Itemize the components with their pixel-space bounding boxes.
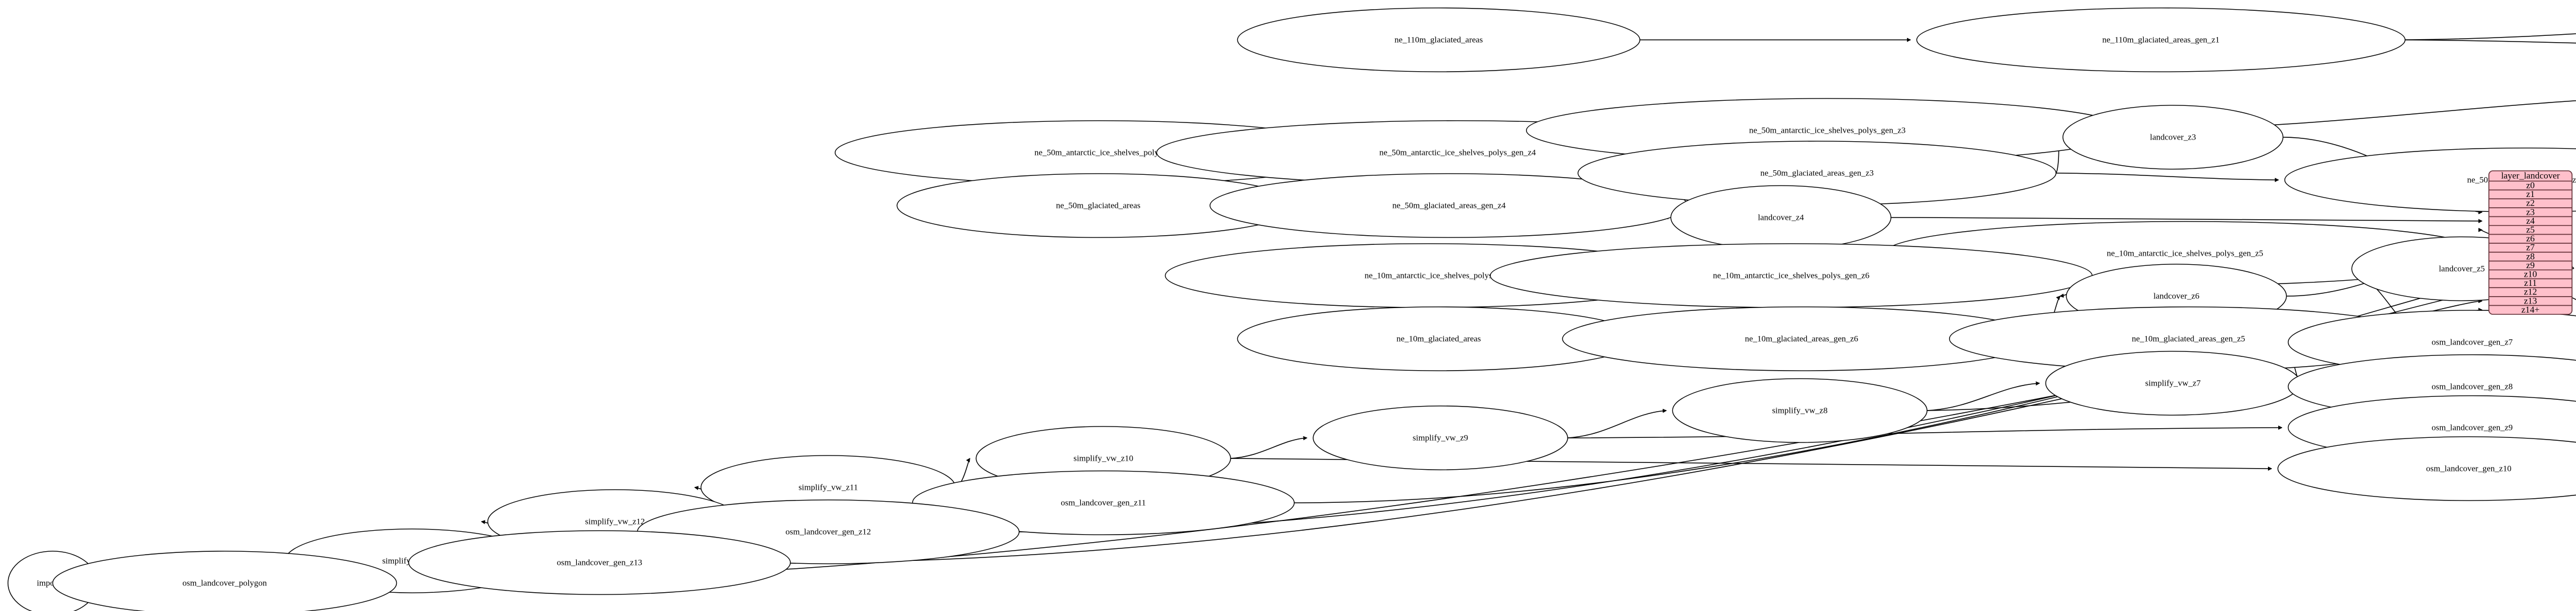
edge-simplify_vw_z9-to-osm_landcover_gen_z9 xyxy=(1568,428,2282,438)
node-label: landcover_z6 xyxy=(2153,292,2200,301)
node-label: osm_landcover_gen_z7 xyxy=(2431,338,2513,347)
record-title: layer_landcover xyxy=(2501,171,2560,181)
graph-node-ne_50m_glaciated_areas_gen_z3[interactable]: ne_50m_glaciated_areas_gen_z3 xyxy=(1577,141,2057,206)
node-label: ne_50m_glaciated_areas xyxy=(1056,201,1141,210)
edge-osm_landcover_gen_z12-to-layer_landcover-z12 xyxy=(1019,292,2482,532)
node-shape xyxy=(1916,7,2406,72)
nodes-layer: ne_110m_glaciated_areas ne_110m_glaciated… xyxy=(7,7,2576,611)
node-label: ne_50m_antarctic_ice_shelves_polys_gen_z… xyxy=(1749,126,1906,135)
record-row-z12[interactable]: z12 xyxy=(2524,288,2537,297)
node-label: ne_50m_glaciated_areas_gen_z3 xyxy=(1760,169,1873,178)
node-label: landcover_z4 xyxy=(1758,213,1804,222)
node-shape xyxy=(1237,7,1640,72)
record-row-z4[interactable]: z4 xyxy=(2526,216,2534,226)
record-row-z1[interactable]: z1 xyxy=(2526,190,2534,199)
edge-ne_110m_glaciated_areas_gen_z1-to-landcover_z1 xyxy=(2405,39,2576,44)
graph-node-ne_110m_glaciated_areas_gen_z1[interactable]: ne_110m_glaciated_areas_gen_z1 xyxy=(1916,7,2406,72)
node-shape xyxy=(1312,405,1568,470)
node-label: simplify_vw_z10 xyxy=(1073,454,1133,463)
node-shape xyxy=(1672,378,1928,443)
node-label: simplify_vw_z9 xyxy=(1413,433,1469,442)
record-row-z10[interactable]: z10 xyxy=(2524,269,2537,279)
node-label: ne_110m_glaciated_areas xyxy=(1394,35,1483,44)
node-label: ne_50m_glaciated_areas_gen_z4 xyxy=(1392,201,1506,210)
graph-node-simplify_vw_z8[interactable]: simplify_vw_z8 xyxy=(1672,378,1928,443)
node-label: ne_10m_antarctic_ice_shelves_polys xyxy=(1364,271,1492,280)
node-label: osm_landcover_gen_z11 xyxy=(1061,498,1146,507)
node-label: ne_110m_glaciated_areas_gen_z1 xyxy=(2102,35,2220,44)
node-label: ne_10m_antarctic_ice_shelves_polys_gen_z… xyxy=(1713,271,1869,280)
record-row-z8[interactable]: z8 xyxy=(2526,252,2534,261)
node-shape xyxy=(2062,105,2284,170)
node-label: osm_landcover_polygon xyxy=(182,579,267,588)
node-shape xyxy=(2277,436,2576,501)
record-row-z7[interactable]: z7 xyxy=(2526,243,2534,253)
record-row-z5[interactable]: z5 xyxy=(2526,225,2534,235)
graph-node-ne_50m_glaciated_areas_gen_z4[interactable]: ne_50m_glaciated_areas_gen_z4 xyxy=(1209,173,1689,238)
edge-simplify_vw_z9-to-simplify_vw_z8 xyxy=(1568,411,1666,438)
record-row-z6[interactable]: z6 xyxy=(2526,234,2534,244)
node-label: ne_10m_glaciated_areas xyxy=(1397,334,1481,343)
record-row-z11[interactable]: z11 xyxy=(2524,278,2537,288)
edge-simplify_vw_z8-to-simplify_vw_z7 xyxy=(1927,383,2039,411)
graph-node-landcover_z4[interactable]: landcover_z4 xyxy=(1670,185,1892,250)
node-label: osm_landcover_gen_z10 xyxy=(2426,464,2512,473)
node-label: osm_landcover_gen_z12 xyxy=(786,527,871,536)
graph-node-ne_10m_glaciated_areas[interactable]: ne_10m_glaciated_areas xyxy=(1237,306,1640,371)
record-row-z14+[interactable]: z14+ xyxy=(2521,305,2540,315)
edge-landcover_z4-to-layer_landcover-z4 xyxy=(1890,217,2482,221)
node-label: simplify_vw_z7 xyxy=(2145,379,2201,388)
edge-simplify_vw_z10-to-simplify_vw_z9 xyxy=(1230,438,1307,459)
node-label: landcover_z3 xyxy=(2150,133,2196,142)
node-label: simplify_vw_z11 xyxy=(798,483,858,492)
node-label: osm_landcover_gen_z8 xyxy=(2431,382,2512,391)
node-label: simplify_vw_z8 xyxy=(1772,406,1828,415)
graph-node-osm_landcover_gen_z10[interactable]: osm_landcover_gen_z10 xyxy=(2277,436,2576,501)
record-row-z13[interactable]: z13 xyxy=(2524,296,2537,306)
record-row-z0[interactable]: z0 xyxy=(2526,181,2534,190)
node-label: ne_10m_glaciated_areas_gen_z6 xyxy=(1745,334,1859,343)
record-node-layer: layer_landcoverz0z1z2z3z4z5z6z7z8z9z10z1… xyxy=(2488,170,2573,315)
record-row-z9[interactable]: z9 xyxy=(2526,261,2534,270)
record-row-z2[interactable]: z2 xyxy=(2526,199,2534,208)
node-label: ne_50m_antarctic_ice_shelves_polys xyxy=(1035,148,1162,157)
node-label: osm_landcover_gen_z9 xyxy=(2431,423,2512,432)
node-label: ne_10m_glaciated_areas_gen_z5 xyxy=(2132,334,2245,343)
graph-node-ne_10m_antarctic_ice_shelves_polys_gen_z6[interactable]: ne_10m_antarctic_ice_shelves_polys_gen_z… xyxy=(1490,243,2093,308)
graph-node-osm_landcover_gen_z13[interactable]: osm_landcover_gen_z13 xyxy=(408,530,791,595)
node-shape xyxy=(408,530,791,595)
node-shape xyxy=(52,551,397,611)
node-label: landcover_z5 xyxy=(2439,264,2485,273)
node-label: osm_landcover_gen_z13 xyxy=(557,558,642,567)
graph-node-ne_50m_glaciated_areas[interactable]: ne_50m_glaciated_areas xyxy=(896,173,1300,238)
node-label: ne_50m_antarctic_ice_shelves_polys_gen_z… xyxy=(1379,148,1536,157)
edge-ne_50m_glaciated_areas_gen_z3-to-ne_50m_glaciated_areas_gen_z2 xyxy=(2056,173,2279,180)
graph-node-simplify_vw_z9[interactable]: simplify_vw_z9 xyxy=(1312,405,1568,470)
node-label: ne_10m_antarctic_ice_shelves_polys_gen_z… xyxy=(2107,249,2263,258)
edge-ne_110m_glaciated_areas_gen_z1-to-ne_110m_glaciated_areas_gen_z0 xyxy=(2405,33,2576,40)
record-row-z3[interactable]: z3 xyxy=(2526,207,2534,217)
graph-node-ne_50m_antarctic_ice_shelves_polys_gen_z3[interactable]: ne_50m_antarctic_ice_shelves_polys_gen_z… xyxy=(1525,98,2129,163)
graph-node-simplify_vw_z7[interactable]: simplify_vw_z7 xyxy=(2045,351,2301,416)
graph-node-ne_110m_glaciated_areas[interactable]: ne_110m_glaciated_areas xyxy=(1237,7,1640,72)
graph-node-osm_landcover_polygon[interactable]: osm_landcover_polygon xyxy=(52,551,397,611)
graph-node-landcover_z3[interactable]: landcover_z3 xyxy=(2062,105,2284,170)
node-label: simplify_vw_z12 xyxy=(585,517,645,526)
